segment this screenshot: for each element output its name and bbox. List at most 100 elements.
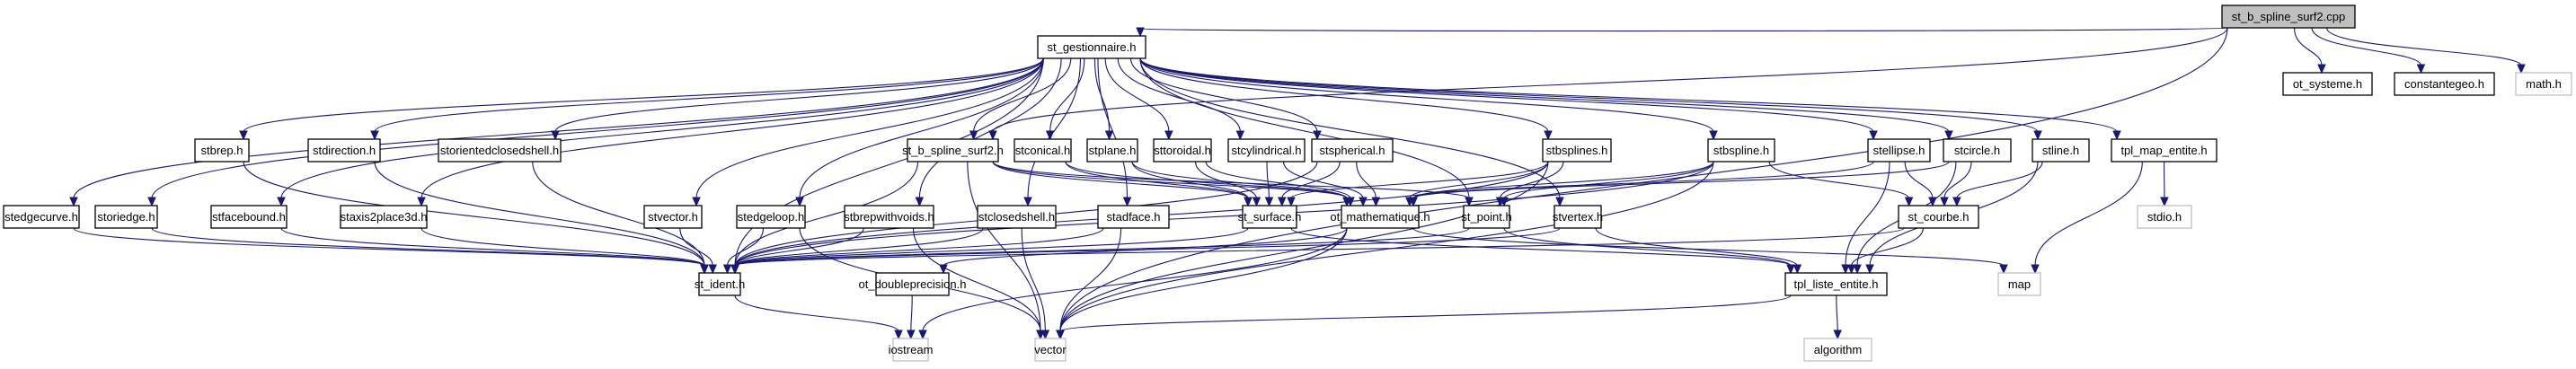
edge-st_gestionnaire.h-to-stedgecurve.h	[73, 57, 1044, 199]
node-stdirection-h[interactable]: stdirection.h	[307, 138, 381, 163]
node-box	[1463, 205, 1510, 229]
node-label: st_b_spline_surf2.h	[902, 144, 1004, 157]
node-stcircle-h[interactable]: stcircle.h	[1943, 138, 2012, 163]
edge-st_gestionnaire.h-to-st_point.h	[1139, 57, 1470, 199]
arrowhead	[969, 130, 978, 141]
arrowhead	[1023, 197, 1032, 207]
node-constantegeo-h[interactable]: constantegeo.h	[2394, 72, 2495, 96]
node-label: stadface.h	[1107, 210, 1161, 224]
node-box	[94, 205, 158, 229]
arrowhead	[2112, 130, 2121, 141]
node-staxis2place3d-h[interactable]: staxis2place3d.h	[340, 205, 428, 229]
node-tpl-liste-entite-h[interactable]: tpl_liste_entite.h	[1784, 272, 1888, 296]
node-label: storiedge.h	[97, 210, 155, 224]
arrowhead	[1264, 197, 1274, 207]
arrowhead	[1409, 197, 1418, 207]
node-label: stclosedshell.h	[978, 210, 1055, 224]
edge-st_point.h-to-tpl_liste_entite.h	[1503, 227, 1792, 267]
node-stconical-h[interactable]: stconical.h	[1014, 138, 1072, 163]
node-stvertex-h[interactable]: stvertex.h	[1553, 205, 1603, 229]
edge-st_b_spline_surf2.h-to-ot_mathematique.h	[992, 161, 1348, 199]
arrowhead	[1056, 329, 1065, 340]
node-label: tpl_map_entite.h	[2120, 144, 2207, 157]
node-stspherical-h[interactable]: stspherical.h	[1311, 138, 1394, 163]
edge-stline.h-to-st_courbe.h	[1956, 161, 2043, 199]
edge-stdirection.h-to-st_ident.h	[374, 161, 705, 267]
edge-st_gestionnaire.h-to-stspherical.h	[1129, 57, 1318, 133]
edge-st_gestionnaire.h-to-stvector.h	[695, 57, 1044, 199]
node-box	[340, 205, 428, 229]
node-tpl-map-entite-h[interactable]: tpl_map_entite.h	[2111, 138, 2217, 163]
node-ot-doubleprecision-h[interactable]: ot_doubleprecision.h	[859, 272, 967, 296]
node-ot-systeme-h[interactable]: ot_systeme.h	[2282, 72, 2373, 96]
node-st-point-h[interactable]: st_point.h	[1461, 205, 1512, 229]
node-stadface-h[interactable]: stadface.h	[1097, 205, 1170, 229]
edge-st_gestionnaire.h-to-stcylindrical.h	[1117, 57, 1241, 133]
arrowhead	[1904, 197, 1914, 207]
node-label: sttoroidal.h	[1154, 144, 1211, 157]
edge-st_gestionnaire.h-to-storientedclosedshell.h	[554, 57, 1044, 133]
arrowhead	[1104, 130, 1114, 141]
arrowhead	[915, 197, 925, 207]
node-sttoroidal-h[interactable]: sttoroidal.h	[1153, 138, 1212, 163]
arrowhead	[1136, 27, 1145, 38]
node-storientedclosedshell-h[interactable]: storientedclosedshell.h	[438, 138, 562, 163]
node-box	[892, 338, 929, 362]
node-stbrep-h[interactable]: stbrep.h	[194, 138, 250, 163]
node-label: stedgecurve.h	[4, 210, 78, 224]
edge-st_b_spline_surf2.cpp-to-ot_systeme.h	[2293, 27, 2323, 66]
arrowhead	[1555, 197, 1564, 207]
node-st-gestionnaire-h[interactable]: st_gestionnaire.h	[1037, 35, 1146, 59]
edge-stplane.h-to-st_surface.h	[1131, 161, 1249, 199]
node-algorithm: algorithm	[1803, 338, 1872, 362]
arrowhead	[2031, 264, 2040, 275]
node-stedgecurve-h[interactable]: stedgecurve.h	[3, 205, 80, 229]
node-stbspline-h[interactable]: stbspline.h	[1707, 138, 1775, 163]
arrowhead	[1833, 329, 1842, 340]
node-st-b-spline-surf2-h[interactable]: st_b_spline_surf2.h	[902, 138, 1004, 163]
node-label: stcylindrical.h	[1231, 144, 1301, 157]
edge-st_b_spline_surf2.cpp-to-math.h	[2326, 27, 2522, 66]
node-storiedge-h[interactable]: storiedge.h	[94, 205, 158, 229]
node-st-b-spline-surf2-cpp[interactable]: st_b_spline_surf2.cpp	[2221, 4, 2356, 29]
node-stcylindrical-h[interactable]: stcylindrical.h	[1227, 138, 1306, 163]
node-stedgeloop-h[interactable]: stedgeloop.h	[736, 205, 806, 229]
edge-ot_doubleprecision.h-to-iostream	[910, 294, 913, 332]
node-st-ident-h[interactable]: st_ident.h	[695, 272, 745, 296]
node-label: stellipse.h	[1873, 144, 1925, 157]
node-stellipse-h[interactable]: stellipse.h	[1867, 138, 1931, 163]
node-stfacebound-h[interactable]: stfacebound.h	[210, 205, 288, 229]
node-stplane-h[interactable]: stplane.h	[1086, 138, 1138, 163]
edge-st_gestionnaire.h-to-stellipse.h	[1139, 57, 1874, 133]
node-label: st_courbe.h	[1908, 210, 1970, 224]
node-box	[2394, 72, 2495, 96]
node-box	[736, 205, 806, 229]
node-box	[875, 272, 950, 296]
edge-st_gestionnaire.h-to-st_b_spline_surf2.h	[973, 57, 1072, 133]
edge-stfacebound.h-to-st_ident.h	[280, 227, 705, 267]
edge-st_gestionnaire.h-to-stconical.h	[1049, 57, 1085, 133]
node-label: stbsplines.h	[1546, 144, 1608, 157]
edge-st_gestionnaire.h-to-storiedge.h	[151, 57, 1044, 199]
node-stline-h[interactable]: stline.h	[2032, 138, 2090, 163]
node-box	[1097, 205, 1170, 229]
node-box	[2137, 205, 2192, 229]
arrowhead	[907, 329, 916, 340]
edge-stadface.h-to-vector	[1059, 227, 1122, 332]
arrowhead	[939, 264, 948, 275]
node-box	[210, 205, 288, 229]
node-st-surface-h[interactable]: st_surface.h	[1238, 205, 1302, 229]
node-st-courbe-h[interactable]: st_courbe.h	[1898, 205, 1979, 229]
edge-stcircle.h-to-ot_mathematique.h	[1412, 161, 1950, 199]
node-stvector-h[interactable]: stvector.h	[643, 205, 703, 229]
edge-stbrepwithvoids.h-to-vector	[912, 227, 1041, 332]
arrowhead	[1952, 197, 1961, 207]
node-stbsplines-h[interactable]: stbsplines.h	[1542, 138, 1612, 163]
node-stbrepwithvoids-h[interactable]: stbrepwithvoids.h	[844, 205, 934, 229]
arrowhead	[551, 130, 560, 141]
edge-st_gestionnaire.h-to-stadface.h	[1097, 57, 1129, 199]
node-box	[907, 138, 999, 163]
node-ot-mathematique-h[interactable]: ot_mathematique.h	[1330, 205, 1430, 229]
node-box	[1034, 338, 1067, 362]
node-stclosedshell-h[interactable]: stclosedshell.h	[977, 205, 1057, 229]
